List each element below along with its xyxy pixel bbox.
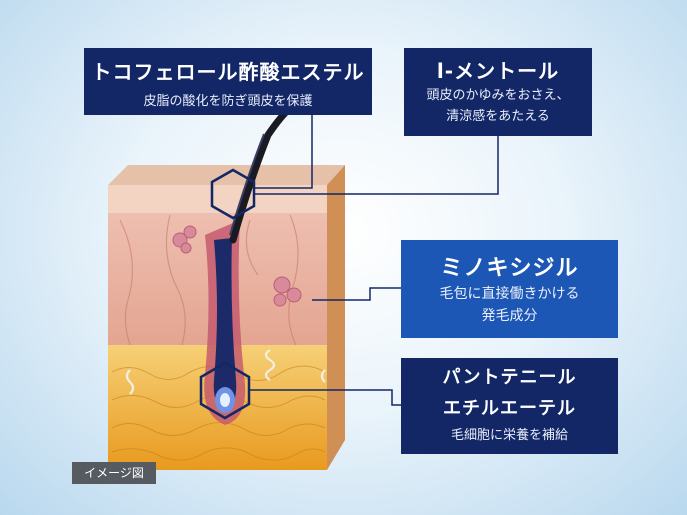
menthol-box: l-メントール 頭皮のかゆみをおさえ、 清涼感をあたえる — [404, 48, 592, 136]
panto-subtitle: 毛細胞に栄養を補給 — [401, 424, 618, 443]
panto-title-line1: パントテニール — [401, 367, 618, 389]
tocopherol-subtitle: 皮脂の酸化を防ぎ頭皮を保護 — [84, 90, 372, 109]
minoxidil-sub-line1: 毛包に直接働きかける — [401, 285, 618, 304]
minoxidil-box: ミノキシジル 毛包に直接働きかける 発毛成分 — [401, 240, 618, 338]
tocopherol-box: トコフェロール酢酸エステル 皮脂の酸化を防ぎ頭皮を保護 — [84, 48, 372, 115]
panto-title-line2: エチルエーテル — [401, 398, 618, 420]
minoxidil-title: ミノキシジル — [401, 250, 618, 282]
menthol-title: l-メントール — [404, 55, 592, 84]
panto-box: パントテニール エチルエーテル 毛細胞に栄養を補給 — [401, 358, 618, 454]
menthol-sub-line2: 清涼感をあたえる — [404, 108, 592, 126]
minoxidil-sub-line2: 発毛成分 — [401, 307, 618, 326]
menthol-sub-line1: 頭皮のかゆみをおさえ、 — [404, 87, 592, 105]
tocopherol-title: トコフェロール酢酸エステル — [84, 56, 372, 85]
image-caption: イメージ図 — [72, 462, 156, 484]
